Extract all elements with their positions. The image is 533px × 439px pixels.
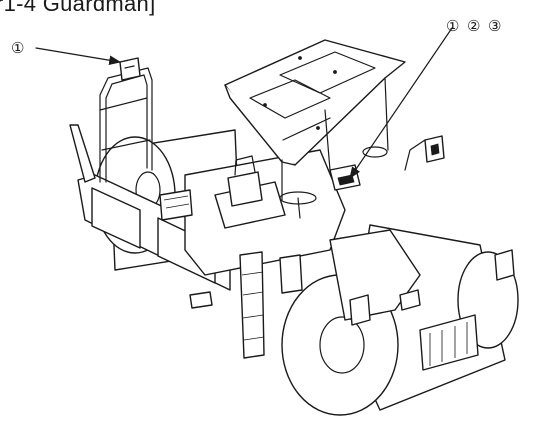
machine-body [69, 39, 519, 416]
callout-right-label-3: ③ [488, 18, 501, 35]
center-chassis [159, 149, 346, 276]
front-drum [281, 224, 519, 416]
canopy-roof [224, 39, 406, 201]
callout-right-label-2: ② [467, 18, 480, 35]
callout-right-leader [349, 27, 453, 179]
steps [189, 251, 303, 359]
side-mirror [404, 135, 445, 171]
page-title: r1-4 Guardman] [0, 0, 156, 16]
callout-left-label: ① [11, 40, 24, 57]
front-frame-details [349, 249, 515, 371]
callout-left-leader [35, 47, 122, 65]
callout-right-label-1: ① [446, 18, 459, 35]
rops-frame [99, 57, 153, 183]
